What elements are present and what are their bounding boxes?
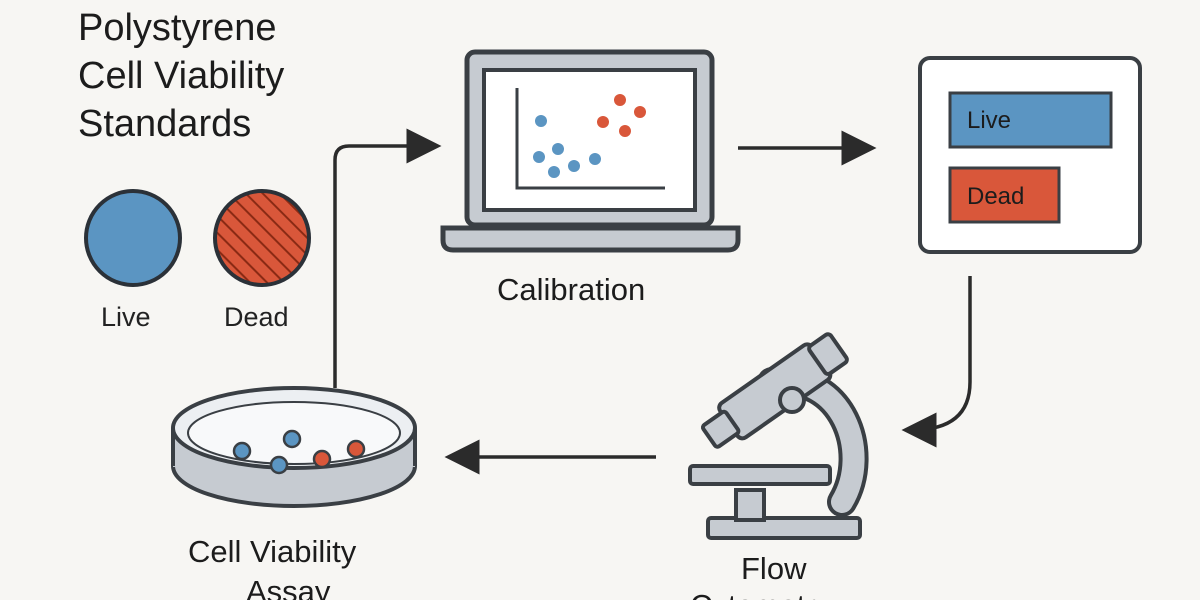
result-dead-bar: [948, 166, 1061, 224]
scatter-plot-icon: [515, 88, 665, 190]
step-calibration-label: Calibration: [497, 272, 646, 307]
title-line-3: Standards: [78, 103, 252, 145]
result-panel-icon: [918, 56, 1142, 254]
legend-live-circle: [84, 189, 182, 287]
legend-dead-label: Dead: [224, 302, 289, 332]
step-flow-label-line2: Cytometry: [690, 588, 831, 600]
arrow-results-to-flow: [901, 276, 972, 448]
step-flow-label: Flow: [741, 551, 807, 586]
step-assay-label: Cell Viability: [188, 534, 357, 569]
title-line-1: Polystyrene: [78, 7, 277, 49]
diagram-title: Polystyrene Cell Viability Standards: [78, 4, 284, 148]
result-live-bar: [948, 91, 1113, 149]
microscope-icon: [688, 332, 869, 540]
legend-dead-circle: [213, 189, 311, 287]
result-dead-label: Dead: [967, 183, 1025, 210]
title-line-2: Cell Viability: [78, 55, 285, 97]
petri-dish-icon: [171, 386, 417, 508]
laptop-icon: [440, 49, 741, 253]
result-live-label: Live: [967, 107, 1012, 134]
legend-live-label: Live: [101, 302, 151, 332]
step-assay-label-line2: Assay: [246, 574, 331, 600]
arrow-assay-to-calibration: [333, 128, 442, 388]
